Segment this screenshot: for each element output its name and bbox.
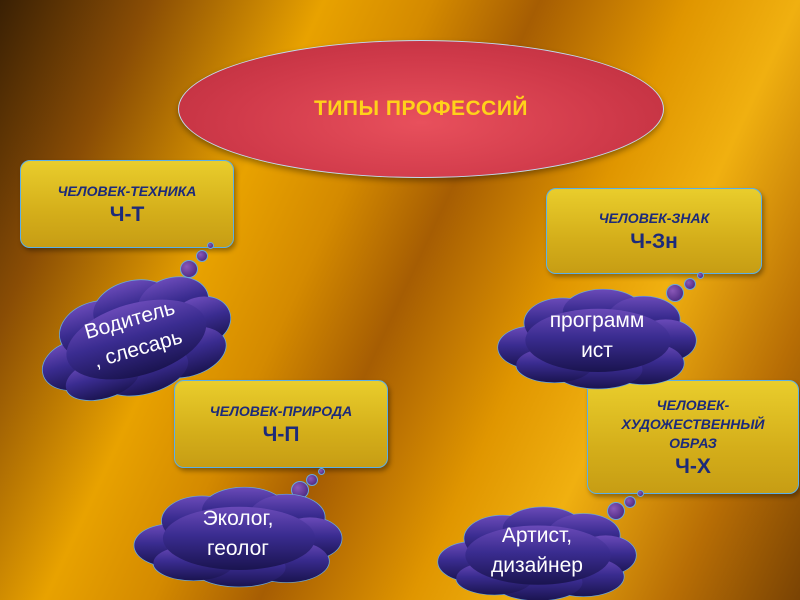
example-text-line: Эколог,	[202, 507, 274, 530]
thought-bubble	[196, 250, 208, 262]
example-text-line: Артист,	[501, 524, 573, 547]
thought-bubble	[624, 496, 636, 508]
example-text-line: ист	[581, 339, 613, 362]
example-text-line: программ	[549, 309, 645, 332]
thought-bubble	[207, 242, 214, 249]
type-box-tech: ЧЕЛОВЕК-ТЕХНИКА Ч-Т	[20, 160, 234, 248]
thought-bubble	[684, 278, 696, 290]
thought-bubble	[637, 490, 644, 497]
thought-bubble	[666, 284, 684, 302]
example-cloud-sign: программ ист	[492, 286, 702, 390]
thought-bubble	[180, 260, 198, 278]
example-text-line: дизайнер	[491, 554, 583, 577]
type-code: Ч-Х	[675, 454, 711, 478]
type-box-nature: ЧЕЛОВЕК-ПРИРОДА Ч-П	[174, 380, 388, 468]
type-name: ЧЕЛОВЕК-ПРИРОДА	[209, 402, 353, 419]
example-cloud-nature: Эколог, геолог	[128, 484, 348, 588]
diagram-title: ТИПЫ ПРОФЕССИЙ	[313, 97, 529, 120]
type-box-art: ЧЕЛОВЕК- ХУДОЖЕСТВЕННЫЙ ОБРАЗ Ч-Х	[587, 380, 799, 494]
thought-bubble	[306, 474, 318, 486]
type-name-line: ЧЕЛОВЕК-	[656, 396, 730, 413]
type-name-line: ХУДОЖЕСТВЕННЫЙ	[621, 415, 765, 432]
thought-bubble	[697, 272, 704, 279]
thought-bubble	[607, 502, 625, 520]
type-name: ЧЕЛОВЕК-ТЕХНИКА	[57, 182, 197, 199]
thought-bubble	[318, 468, 325, 475]
type-name-line: ОБРАЗ	[669, 434, 717, 451]
title-ellipse: ТИПЫ ПРОФЕССИЙ	[178, 40, 664, 178]
example-cloud-art: Артист, дизайнер	[432, 504, 642, 600]
example-text-line: геолог	[207, 537, 269, 560]
type-box-sign: ЧЕЛОВЕК-ЗНАК Ч-Зн	[546, 188, 762, 274]
type-code: Ч-П	[262, 422, 300, 446]
type-name: ЧЕЛОВЕК-ЗНАК	[598, 209, 710, 226]
type-code: Ч-Т	[109, 202, 145, 226]
type-code: Ч-Зн	[630, 229, 678, 253]
